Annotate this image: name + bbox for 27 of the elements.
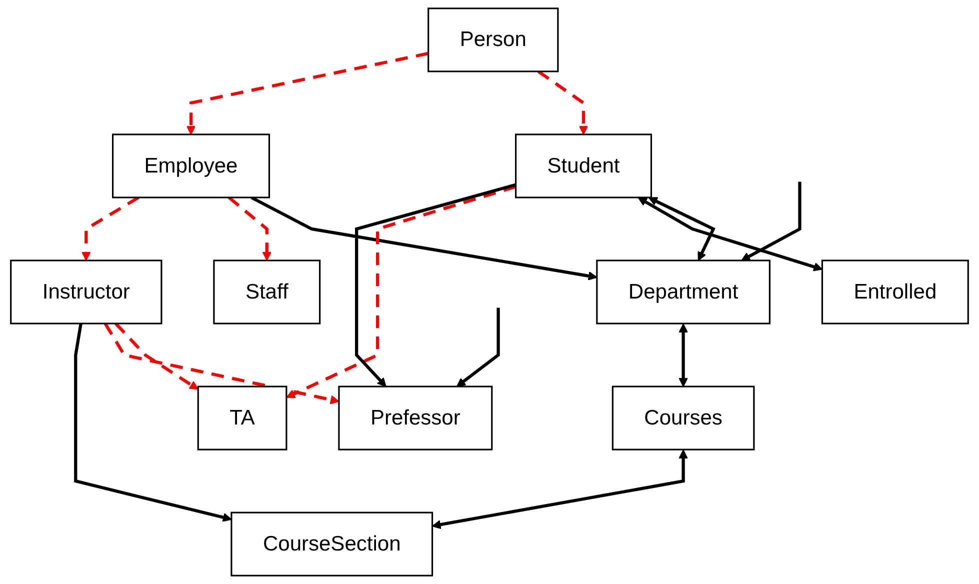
arrow bbox=[250, 196, 598, 280]
node-box bbox=[515, 134, 652, 198]
node-box bbox=[428, 8, 559, 72]
node-box bbox=[197, 386, 288, 450]
arrow bbox=[286, 185, 516, 398]
arrow bbox=[741, 182, 802, 261]
arrow bbox=[228, 196, 272, 261]
arrow bbox=[104, 322, 340, 404]
node-box bbox=[213, 260, 321, 324]
node-box bbox=[821, 260, 969, 324]
arrow bbox=[638, 197, 823, 272]
arrow bbox=[678, 324, 688, 387]
node-box bbox=[112, 134, 270, 198]
arrow bbox=[648, 197, 716, 261]
arrow bbox=[114, 322, 199, 390]
node-box bbox=[10, 260, 162, 324]
arrow bbox=[355, 183, 516, 387]
arrow bbox=[432, 450, 688, 530]
node-box bbox=[230, 512, 434, 576]
arrow bbox=[74, 323, 232, 522]
arrow bbox=[82, 196, 140, 261]
node-box bbox=[612, 386, 755, 450]
arrow bbox=[537, 70, 588, 135]
arrow bbox=[186, 52, 429, 135]
node-box bbox=[596, 260, 770, 324]
node-box bbox=[338, 386, 493, 450]
arrow bbox=[456, 308, 500, 387]
